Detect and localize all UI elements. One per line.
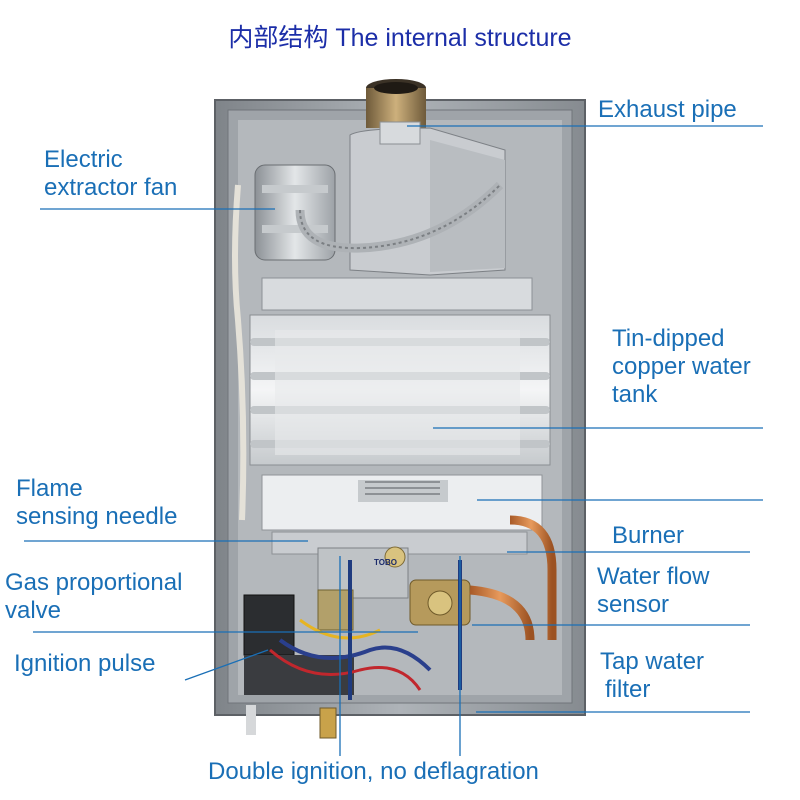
label-tap-water-filter: Tap water filter <box>600 648 705 703</box>
leader-ignition <box>184 649 269 681</box>
product-mark: TOBO <box>374 558 397 567</box>
label-electric-extractor-fan: Electric extractor fan <box>44 146 178 201</box>
burner-assembly <box>261 474 543 555</box>
fan-housing <box>349 121 506 276</box>
label-exhaust-pipe: Exhaust pipe <box>598 96 737 123</box>
copper-pipe <box>509 515 557 640</box>
label-copper-water-tank: Tin-dipped copper water tank <box>612 325 751 408</box>
exchanger-cover <box>261 277 533 311</box>
valve-assembly <box>317 546 471 631</box>
label-gas-proportional-valve: Gas proportional valve <box>5 569 183 624</box>
label-burner: Burner <box>612 522 685 549</box>
label-double-ignition: Double ignition, no deflagration <box>208 758 539 785</box>
label-flame-sensing-needle: Flame sensing needle <box>16 475 178 530</box>
exhaust-pipe <box>366 79 426 128</box>
label-ignition-pulse: Ignition pulse <box>14 650 156 677</box>
bottom-connectors <box>246 705 337 739</box>
leader-lines <box>24 125 763 756</box>
page-title: 内部结构 The internal structure <box>228 24 572 52</box>
label-water-flow-sensor: Water flow sensor <box>597 563 710 618</box>
copper-water-tank <box>249 314 551 466</box>
